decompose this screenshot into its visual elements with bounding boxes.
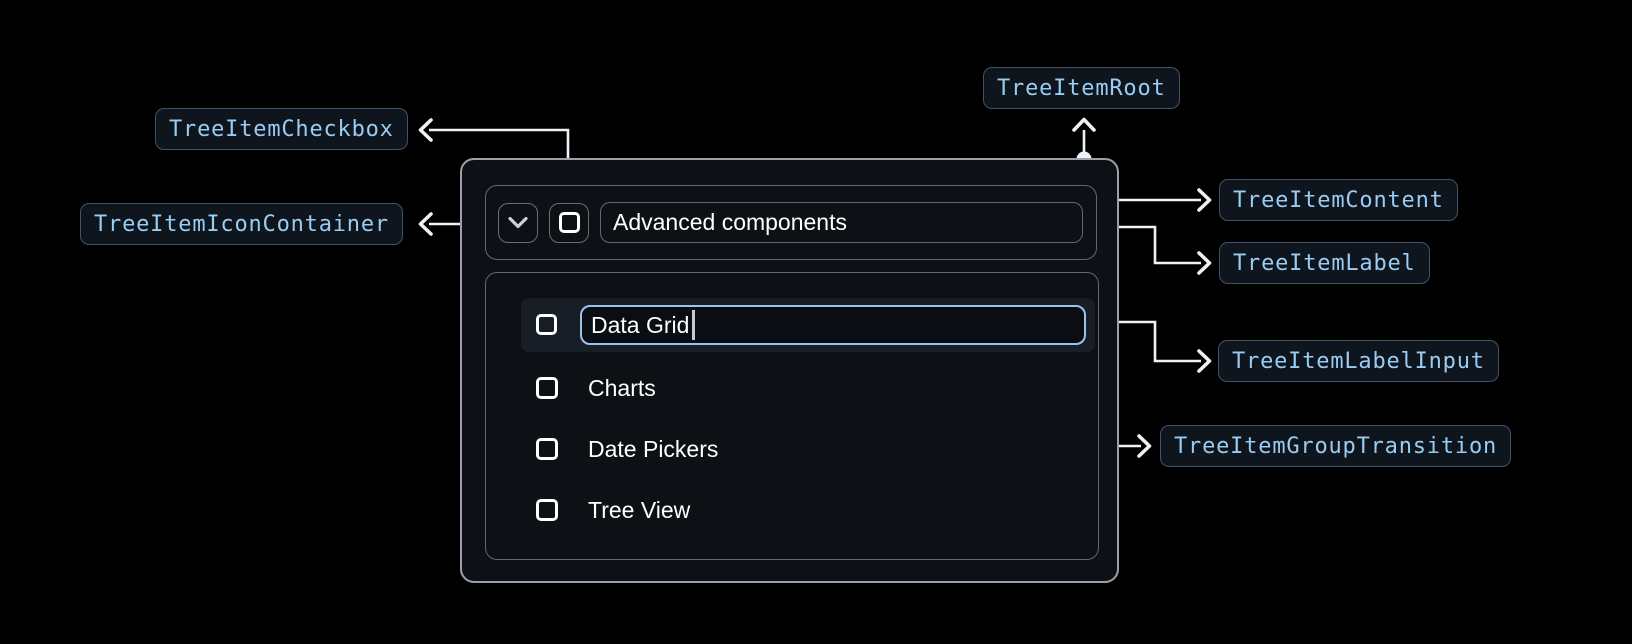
tree-item-icon-container[interactable] — [498, 202, 538, 243]
tree-item-label-text: Charts — [588, 374, 656, 401]
tree-item-row[interactable]: Tree View — [536, 488, 690, 532]
tree-item-label-text: Advanced components — [613, 209, 847, 235]
text-caret — [692, 310, 695, 340]
tree-item-root: Advanced components Data Grid Charts Dat… — [460, 158, 1119, 583]
badge-tree-item-group-transition: TreeItemGroupTransition — [1160, 425, 1512, 467]
tree-item-group-transition: Data Grid Charts Date Pickers Tree View — [485, 272, 1099, 560]
checkbox-unchecked-icon[interactable] — [536, 377, 558, 399]
badge-tree-item-checkbox: TreeItemCheckbox — [155, 108, 408, 150]
badge-tree-item-label-input: TreeItemLabelInput — [1218, 340, 1499, 382]
checkbox-unchecked-icon[interactable] — [536, 438, 558, 460]
tree-item-label-text: Tree View — [588, 496, 691, 523]
badge-tree-item-content: TreeItemContent — [1219, 179, 1458, 221]
tree-item-label: Advanced components — [600, 202, 1083, 243]
tree-item-checkbox-container[interactable] — [549, 202, 589, 243]
tree-item-row-editing: Data Grid — [521, 298, 1095, 352]
tree-item-label-text: Date Pickers — [588, 435, 719, 462]
checkbox-unchecked-icon[interactable] — [536, 314, 557, 335]
tree-item-row[interactable]: Charts — [536, 366, 656, 410]
label-input-value: Data Grid — [591, 311, 690, 338]
tree-item-label-input[interactable]: Data Grid — [580, 305, 1086, 345]
badge-tree-item-label: TreeItemLabel — [1219, 242, 1430, 284]
chevron-down-icon — [508, 216, 528, 228]
checkbox-unchecked-icon — [558, 212, 580, 233]
badge-tree-item-root: TreeItemRoot — [983, 67, 1180, 109]
checkbox-unchecked-icon[interactable] — [536, 499, 558, 521]
tree-item-row[interactable]: Date Pickers — [536, 427, 718, 471]
tree-item-content[interactable]: Advanced components — [485, 185, 1097, 260]
badge-tree-item-icon-container: TreeItemIconContainer — [80, 203, 403, 245]
